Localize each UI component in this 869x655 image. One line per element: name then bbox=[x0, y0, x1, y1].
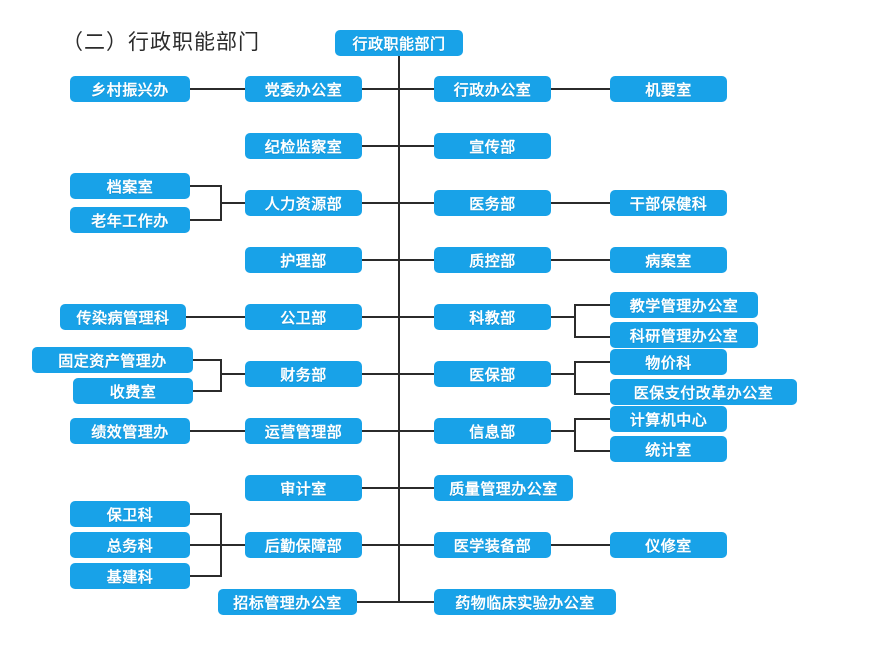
connector-r6-bracket-to-parent bbox=[220, 373, 245, 375]
connector-r1-left-outer bbox=[190, 88, 245, 90]
bracket-r7-right bbox=[574, 418, 576, 452]
connector-r3-child2 bbox=[190, 219, 222, 221]
node-public-health-department[interactable]: 公卫部 bbox=[245, 304, 362, 330]
node-quality-management-office[interactable]: 质量管理办公室 bbox=[434, 475, 573, 501]
connector-r7-rchild1 bbox=[574, 418, 610, 420]
connector-r3-child1 bbox=[190, 185, 222, 187]
node-logistics-support-department[interactable]: 后勤保障部 bbox=[245, 532, 362, 558]
node-party-committee-office[interactable]: 党委办公室 bbox=[245, 76, 362, 102]
node-audit-office[interactable]: 审计室 bbox=[245, 475, 362, 501]
node-bidding-management-office[interactable]: 招标管理办公室 bbox=[218, 589, 357, 615]
node-medical-insurance-department[interactable]: 医保部 bbox=[434, 361, 551, 387]
connector-r9-child1 bbox=[190, 513, 222, 515]
node-human-resources-department[interactable]: 人力资源部 bbox=[245, 190, 362, 216]
node-science-education-department[interactable]: 科教部 bbox=[434, 304, 551, 330]
node-rural-revitalization-office[interactable]: 乡村振兴办 bbox=[70, 76, 190, 102]
bracket-r5-right bbox=[574, 304, 576, 338]
node-computer-center[interactable]: 计算机中心 bbox=[610, 406, 727, 432]
connector-r6-right-inner bbox=[398, 373, 434, 375]
page-title: （二）行政职能部门 bbox=[62, 30, 260, 54]
node-statistics-office[interactable]: 统计室 bbox=[610, 436, 727, 462]
connector-r3-bracket-to-parent bbox=[220, 202, 245, 204]
node-general-affairs-section[interactable]: 总务科 bbox=[70, 532, 190, 558]
connector-r10-right-inner bbox=[398, 601, 434, 603]
bracket-r6-left bbox=[220, 359, 222, 392]
connector-r2-left-inner bbox=[362, 145, 398, 147]
connector-r4-right-inner bbox=[398, 259, 434, 261]
connector-r5-child1 bbox=[574, 304, 610, 306]
connector-r7-left-outer bbox=[190, 430, 245, 432]
connector-r6-rchild2 bbox=[574, 393, 610, 395]
connector-r3-left-inner bbox=[362, 202, 398, 204]
node-infrastructure-section[interactable]: 基建科 bbox=[70, 563, 190, 589]
connector-r7-rchild2 bbox=[574, 450, 610, 452]
connector-r5-left-inner bbox=[362, 316, 398, 318]
node-discipline-inspection-office[interactable]: 纪检监察室 bbox=[245, 133, 362, 159]
node-confidential-office[interactable]: 机要室 bbox=[610, 76, 727, 102]
connector-r2-right-inner bbox=[398, 145, 434, 147]
connector-r1-left-inner bbox=[362, 88, 398, 90]
connector-r5-parent-to-bracket bbox=[551, 316, 576, 318]
connector-r1-right-outer bbox=[551, 88, 610, 90]
node-price-section[interactable]: 物价科 bbox=[610, 349, 727, 375]
node-fixed-asset-management-office[interactable]: 固定资产管理办 bbox=[32, 347, 193, 373]
central-spine bbox=[398, 56, 400, 603]
connector-r7-parent-to-bracket bbox=[551, 430, 576, 432]
connector-r3-right-outer bbox=[551, 202, 610, 204]
node-drug-clinical-trial-office[interactable]: 药物临床实验办公室 bbox=[434, 589, 616, 615]
node-teaching-management-office[interactable]: 教学管理办公室 bbox=[610, 292, 758, 318]
node-finance-department[interactable]: 财务部 bbox=[245, 361, 362, 387]
connector-r9-right-outer bbox=[551, 544, 610, 546]
connector-r4-left-inner bbox=[362, 259, 398, 261]
connector-r4-right-outer bbox=[551, 259, 610, 261]
node-archives-office[interactable]: 档案室 bbox=[70, 173, 190, 199]
connector-r6-left-inner bbox=[362, 373, 398, 375]
node-medical-records-office[interactable]: 病案室 bbox=[610, 247, 727, 273]
node-medical-equipment-department[interactable]: 医学装备部 bbox=[434, 532, 551, 558]
node-publicity-department[interactable]: 宣传部 bbox=[434, 133, 551, 159]
connector-r7-right-inner bbox=[398, 430, 434, 432]
connector-r8-left-inner bbox=[362, 487, 398, 489]
node-infectious-disease-management-section[interactable]: 传染病管理科 bbox=[60, 304, 186, 330]
connector-r7-left-inner bbox=[362, 430, 398, 432]
node-root[interactable]: 行政职能部门 bbox=[335, 30, 463, 56]
node-elderly-work-office[interactable]: 老年工作办 bbox=[70, 207, 190, 233]
node-cadre-health-care-section[interactable]: 干部保健科 bbox=[610, 190, 727, 216]
node-administrative-office[interactable]: 行政办公室 bbox=[434, 76, 551, 102]
connector-r6-child1 bbox=[193, 359, 222, 361]
connector-r6-parent-to-bracket bbox=[551, 373, 576, 375]
connector-r5-left-outer bbox=[186, 316, 245, 318]
node-nursing-department[interactable]: 护理部 bbox=[245, 247, 362, 273]
node-research-management-office[interactable]: 科研管理办公室 bbox=[610, 322, 758, 348]
node-medical-affairs-department[interactable]: 医务部 bbox=[434, 190, 551, 216]
connector-r6-child2 bbox=[193, 390, 222, 392]
connector-r10-left-inner bbox=[357, 601, 398, 603]
connector-r5-right-inner bbox=[398, 316, 434, 318]
connector-r9-left-inner bbox=[362, 544, 398, 546]
node-security-section[interactable]: 保卫科 bbox=[70, 501, 190, 527]
connector-r3-right-inner bbox=[398, 202, 434, 204]
connector-r1-right-inner bbox=[398, 88, 434, 90]
bracket-r6-right bbox=[574, 361, 576, 395]
node-information-department[interactable]: 信息部 bbox=[434, 418, 551, 444]
connector-r5-child2 bbox=[574, 336, 610, 338]
connector-r9-right-inner bbox=[398, 544, 434, 546]
connector-r9-child3 bbox=[190, 575, 222, 577]
node-performance-management-office[interactable]: 绩效管理办 bbox=[70, 418, 190, 444]
connector-r9-bracket-to-parent bbox=[190, 544, 245, 546]
node-quality-control-department[interactable]: 质控部 bbox=[434, 247, 551, 273]
connector-r6-rchild1 bbox=[574, 361, 610, 363]
node-operations-management-department[interactable]: 运营管理部 bbox=[245, 418, 362, 444]
node-charging-office[interactable]: 收费室 bbox=[73, 378, 193, 404]
node-instrument-repair-office[interactable]: 仪修室 bbox=[610, 532, 727, 558]
connector-r8-right-inner bbox=[398, 487, 434, 489]
node-insurance-payment-reform-office[interactable]: 医保支付改革办公室 bbox=[610, 379, 797, 405]
